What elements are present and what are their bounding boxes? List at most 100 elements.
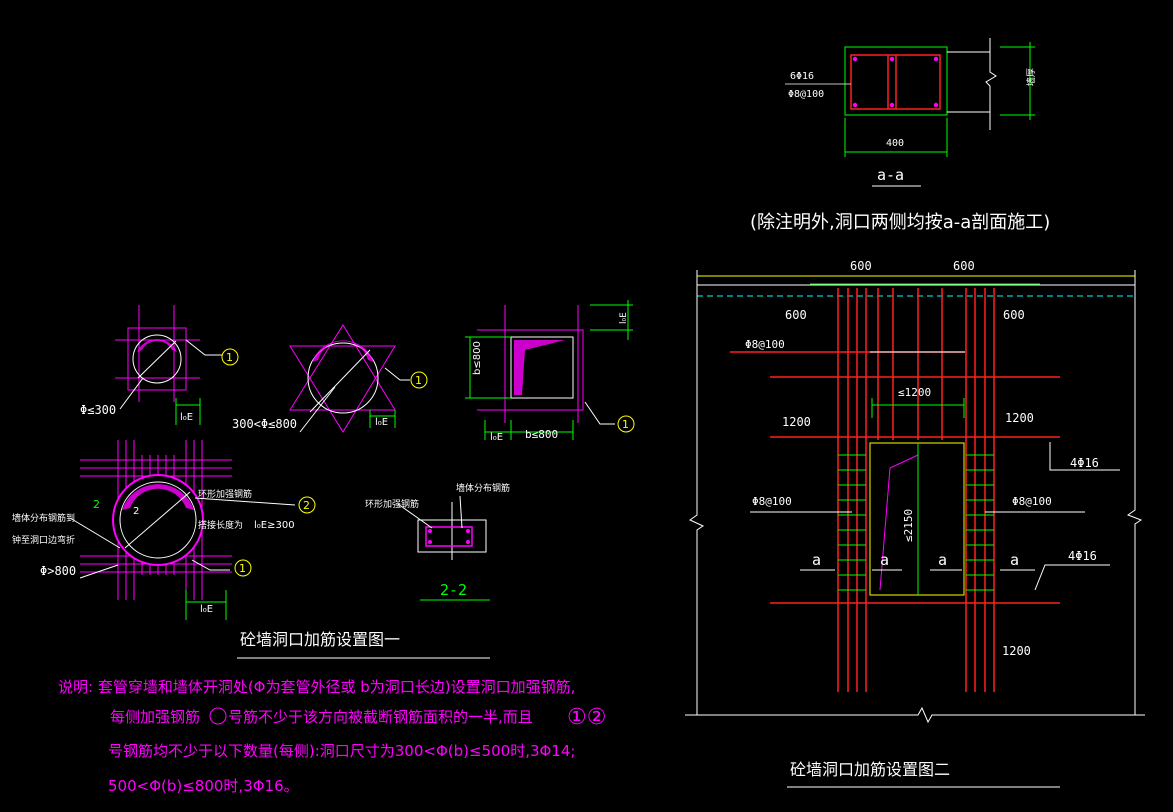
- sec22-name: 2-2: [440, 581, 467, 599]
- mark-2-text: 2: [303, 499, 310, 512]
- diagram1: Φ≤300 1 l₀E 300<Φ≤800 1 l₀E b≤800: [12, 300, 635, 659]
- leader: [119, 377, 144, 410]
- note-line-3: 号钢筋均不少于以下数量(每侧):洞口尺寸为300<Φ(b)≤500时,3Φ14;: [108, 742, 575, 760]
- mark-1-text: 1: [226, 351, 233, 364]
- rect-width-label: b≤800: [525, 428, 558, 441]
- leader: [459, 495, 463, 529]
- hatch: [122, 484, 194, 510]
- section-name: a-a: [877, 166, 904, 184]
- dia-line: [137, 340, 177, 379]
- vertical-bars: [837, 288, 995, 692]
- leader: [191, 559, 230, 571]
- rebar-dot: [428, 540, 432, 544]
- lae-label: l₀E: [619, 312, 629, 324]
- rect-hole: [510, 336, 574, 399]
- dim-600: 600: [850, 259, 872, 273]
- leader: [79, 564, 119, 579]
- sec22-bar: [425, 526, 473, 547]
- leader: [584, 401, 615, 425]
- stirrup-r: Φ8@100: [1012, 495, 1052, 508]
- mark-1-text: 1: [415, 374, 422, 387]
- mark-2-text: 2: [93, 498, 100, 511]
- a-label: a: [938, 551, 947, 569]
- width-label: 400: [886, 138, 904, 149]
- mark-1-text: 1: [622, 418, 629, 431]
- dim-1200-top: ≤1200: [898, 386, 931, 399]
- rect-height-label: b≤800: [472, 341, 483, 375]
- opening: [869, 442, 965, 596]
- hook: [879, 454, 919, 591]
- stirrup-top: Φ8@100: [745, 338, 785, 351]
- small-hole-frame: [127, 327, 187, 391]
- mark-1: [617, 415, 635, 433]
- note-line-1: 说明: 套管穿墙和墙体开洞处(Φ为套管外径或 b为洞口长边)设置洞口加强钢筋,: [58, 678, 575, 696]
- left-label-1: 墙体分布钢筋到: [12, 512, 75, 524]
- lae-label: l₀E: [490, 432, 503, 443]
- a-label: a: [1010, 551, 1019, 569]
- rebar-dot: [889, 102, 895, 108]
- rebar-dot: [852, 102, 858, 108]
- rect-bars: [477, 329, 584, 411]
- sec22-wall-label: 墙体分布钢筋: [456, 482, 510, 494]
- mid-hole-label: 300<Φ≤800: [232, 417, 297, 431]
- stirrup-ticks: [838, 454, 994, 591]
- section-aa: 6Φ16 Φ8@100 400 墙厚 a-a (除注明外,洞口两侧均按a-a剖面…: [750, 38, 1050, 233]
- diagram2-title: 砼墙洞口加筋设置图二: [790, 760, 950, 779]
- big-hole-label: Φ>800: [40, 564, 76, 578]
- rebar-dot: [428, 529, 432, 533]
- stirrup-label: Φ8@100: [788, 89, 824, 100]
- rebar-dot: [933, 56, 939, 62]
- mark-1: [221, 348, 239, 366]
- rebar-dot: [466, 540, 470, 544]
- hatch: [312, 340, 374, 362]
- wall-thickness-label: 墙厚: [1025, 68, 1037, 86]
- diagram2: 600 600 600 600 Φ8@100: [685, 259, 1145, 788]
- mid-hole: [307, 342, 379, 414]
- small-hole: [132, 334, 182, 384]
- note-line-4: 500<Φ(b)≤800时,3Φ16。: [108, 777, 299, 795]
- ring-bar-label: 环形加强钢筋: [198, 488, 252, 500]
- dia-line: [309, 349, 371, 413]
- dim-1200-r: 1200: [1005, 411, 1034, 425]
- bars-top: 4Φ16: [1070, 456, 1099, 470]
- break-right: [1126, 270, 1143, 715]
- note-line-2a: 每侧加强钢筋: [110, 708, 200, 726]
- diagram1-title: 砼墙洞口加筋设置图一: [240, 630, 400, 649]
- bottom-line: [685, 706, 1145, 724]
- leader: [1034, 564, 1110, 591]
- mark-1: [410, 371, 428, 389]
- note-circle-mark: [209, 707, 227, 725]
- left-label-2: 钟至洞口边弯折: [12, 534, 75, 546]
- section-aa-outline: [844, 46, 948, 116]
- leader: [1049, 442, 1120, 471]
- a-label: a: [812, 551, 821, 569]
- note-line-2b: 号筋不少于该方向被截断钢筋面积的一半,而且: [228, 708, 533, 726]
- rebar-dot: [889, 56, 895, 62]
- leader: [384, 367, 410, 381]
- dim-600: 600: [1003, 308, 1025, 322]
- rebar-dot: [466, 529, 470, 533]
- leader: [194, 497, 296, 506]
- leader: [69, 517, 121, 549]
- mark-2: [298, 496, 316, 514]
- anchor-value: l₀E≥300: [254, 520, 295, 531]
- dim-1200-l: 1200: [782, 415, 811, 429]
- notes: 说明: 套管穿墙和墙体开洞处(Φ为套管外径或 b为洞口长边)设置洞口加强钢筋, …: [58, 678, 606, 795]
- lae-label: l₀E: [200, 604, 213, 615]
- mark-1: [234, 559, 252, 577]
- lae-label: l₀E: [180, 412, 193, 423]
- dia-line: [124, 491, 191, 549]
- lae-label: l₀E: [375, 417, 388, 428]
- anchor-label: 搭接长度为: [198, 519, 243, 531]
- dim-1200-bottom: 1200: [1002, 644, 1031, 658]
- section-note: (除注明外,洞口两侧均按a-a剖面施工): [750, 212, 1050, 233]
- bars-label: 6Φ16: [790, 71, 814, 82]
- height-label: ≤2150: [902, 509, 915, 542]
- bars-bottom: 4Φ16: [1068, 549, 1097, 563]
- leader: [299, 386, 336, 433]
- break-line: [985, 38, 997, 130]
- leader: [397, 503, 433, 529]
- dim-600: 600: [953, 259, 975, 273]
- sec22-ring-label: 环形加强钢筋: [365, 498, 419, 510]
